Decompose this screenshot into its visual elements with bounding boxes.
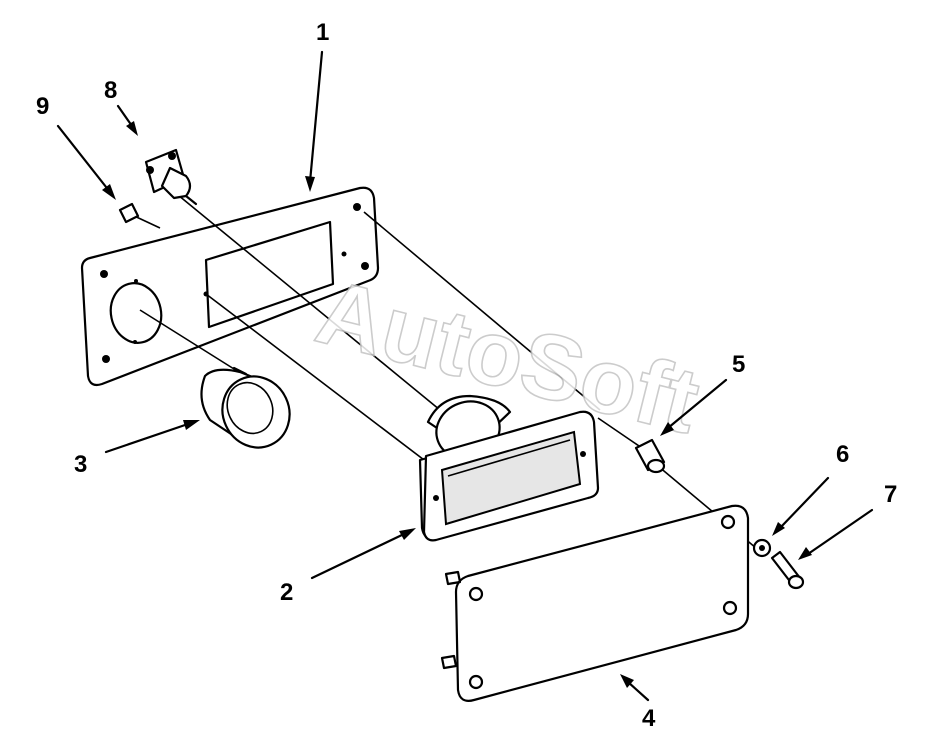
spacer (634, 438, 666, 474)
washer (752, 538, 772, 558)
callout-7: 7 (884, 481, 897, 508)
trim-panel (440, 504, 750, 702)
bulb (144, 148, 198, 206)
callout-8: 8 (104, 77, 117, 104)
callout-9: 9 (36, 93, 49, 120)
callout-1: 1 (316, 19, 329, 46)
pin (118, 202, 140, 224)
watermark: AutoSoft (307, 260, 708, 453)
callout-6: 6 (836, 441, 849, 468)
callout-3: 3 (74, 451, 87, 478)
callout-5: 5 (732, 351, 745, 378)
headlamp (418, 394, 600, 542)
screw (770, 550, 805, 590)
callout-4: 4 (642, 705, 656, 732)
callout-2: 2 (280, 579, 293, 606)
leader-lines (56, 50, 874, 702)
mounting-bracket (80, 186, 380, 387)
knob (200, 366, 291, 449)
